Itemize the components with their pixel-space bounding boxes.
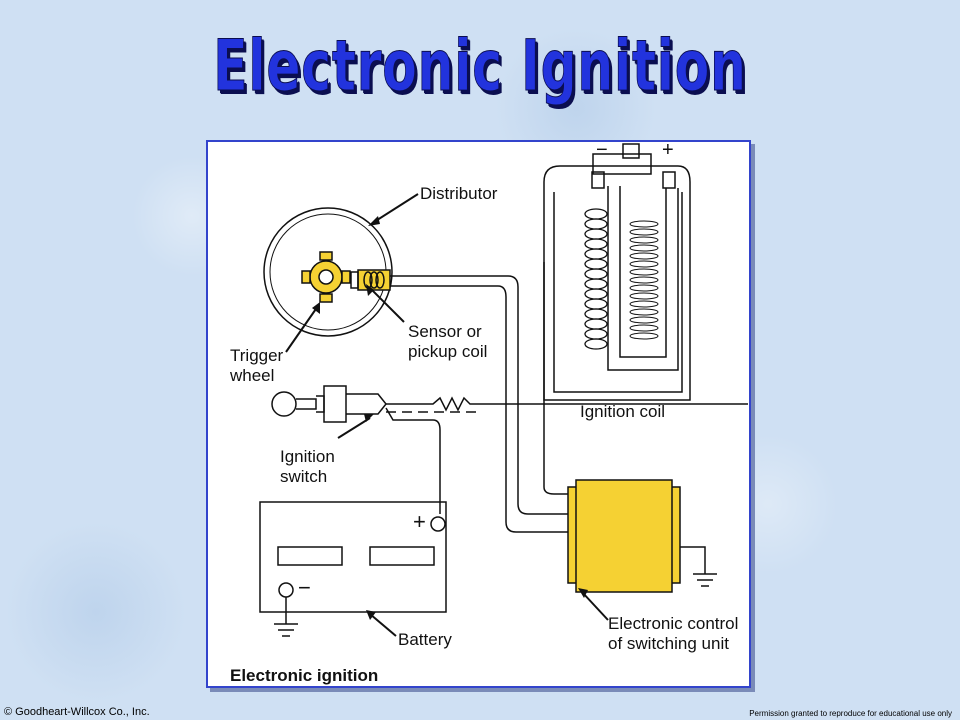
label-battery: Battery [398, 630, 452, 649]
battery-minus-label: − [298, 575, 311, 600]
label-ignition: Ignition [280, 447, 335, 466]
copyright-text: © Goodheart-Willcox Co., Inc. [4, 706, 150, 718]
ignition-diagram [259, 143, 748, 637]
label-distributor: Distributor [420, 184, 498, 203]
slide-title: Electronic Ignition System [213, 25, 747, 236]
permission-text: Permission granted to reproduce for educ… [749, 709, 952, 718]
trigger-wheel [301, 251, 351, 303]
coil-plus-label: + [662, 139, 674, 161]
battery [259, 501, 447, 637]
ignition-diagram-panel: Distributor Sensor or pickup coil Trigge… [206, 140, 751, 688]
control-unit [567, 479, 717, 593]
distributor-body [263, 207, 393, 337]
diagram-caption: Electronic ignition [230, 666, 379, 685]
label-trigger: Trigger [230, 346, 284, 365]
label-switching-unit: of switching unit [608, 634, 729, 653]
label-trigger-wheel: wheel [230, 366, 275, 385]
label-pickup-coil: pickup coil [408, 342, 488, 361]
label-electronic-control: Electronic control [608, 614, 739, 633]
battery-plus-label: + [413, 509, 426, 534]
coil-minus-label: − [596, 139, 608, 161]
pickup-coil [350, 269, 391, 291]
label-sensor: Sensor or [408, 322, 482, 341]
ignition-coil [543, 143, 691, 401]
label-switch: switch [280, 467, 328, 486]
label-ignition-coil: Ignition coil [580, 402, 666, 421]
